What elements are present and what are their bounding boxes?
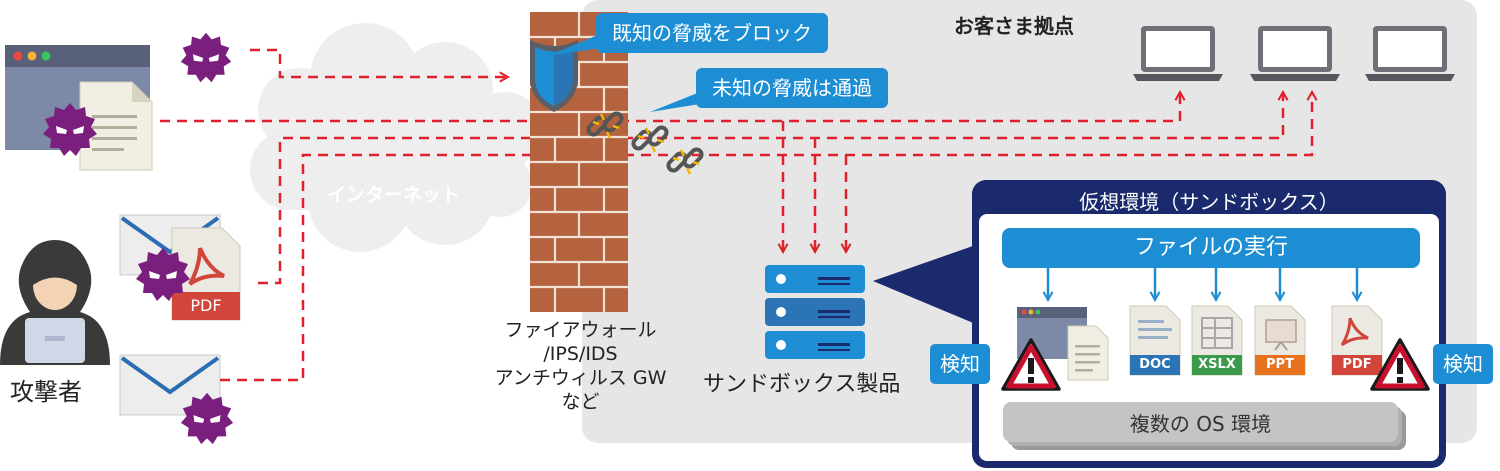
firewall-label: ファイアウォール /IPS/IDS アンチウィルス GW など bbox=[478, 318, 683, 414]
pdf-file-icon bbox=[171, 227, 241, 321]
os-stack bbox=[1003, 402, 1406, 450]
document-icon bbox=[79, 81, 153, 171]
exec-arrows bbox=[1048, 268, 1357, 300]
attack-paths bbox=[160, 48, 1312, 382]
os-env-label: 複数の OS 環境 bbox=[1129, 412, 1272, 436]
xlsx-file-icon bbox=[1191, 305, 1243, 376]
known-threat-path bbox=[250, 48, 508, 77]
internet-cloud bbox=[250, 23, 543, 252]
threat-path-1 bbox=[160, 92, 1180, 123]
server-icon bbox=[765, 265, 865, 359]
firewall-label-line1: ファイアウォール bbox=[504, 319, 657, 341]
doc-tag: DOC bbox=[1139, 357, 1171, 372]
ppt-tag: PPT bbox=[1266, 357, 1294, 372]
detect-left-badge: 検知 bbox=[930, 344, 990, 384]
document-icon bbox=[1067, 325, 1109, 381]
threat-path-3 bbox=[220, 92, 1312, 382]
unknown-pass-callout: 未知の脅威は通過 bbox=[696, 68, 888, 108]
file-exec-bar: ファイルの実行 bbox=[1002, 228, 1420, 268]
ppt-file-icon bbox=[1254, 305, 1306, 376]
sandbox-pointer bbox=[873, 240, 990, 330]
pdf-file-icon bbox=[1331, 305, 1383, 376]
hacker-icon bbox=[0, 240, 110, 365]
firewall-label-line2: /IPS/IDS bbox=[543, 343, 618, 365]
xlsx-tag: XSLX bbox=[1198, 357, 1236, 372]
detect-right-badge: 検知 bbox=[1433, 344, 1493, 384]
firewall-label-line3: アンチウィルス GW bbox=[494, 367, 667, 389]
firewall-label-line4: など bbox=[561, 391, 600, 413]
customer-site-label: お客さま拠点 bbox=[954, 14, 1074, 38]
known-block-callout: 既知の脅威をブロック bbox=[596, 13, 828, 53]
unknown-pass-pointer bbox=[650, 92, 700, 112]
pdf-tag: PDF bbox=[1342, 357, 1372, 372]
shield-icon bbox=[530, 40, 578, 112]
doc-file-icon bbox=[1129, 305, 1181, 376]
attacker-label: 攻撃者 bbox=[10, 378, 82, 406]
known-block-pointer bbox=[548, 34, 600, 56]
sandbox-product-label: サンドボックス製品 bbox=[703, 372, 901, 397]
vm-title: 仮想環境（サンドボックス） bbox=[1079, 190, 1339, 214]
pdf-attachment-tag: PDF bbox=[190, 296, 222, 315]
internet-label: インターネット bbox=[327, 184, 461, 206]
malware-icon bbox=[180, 32, 232, 83]
